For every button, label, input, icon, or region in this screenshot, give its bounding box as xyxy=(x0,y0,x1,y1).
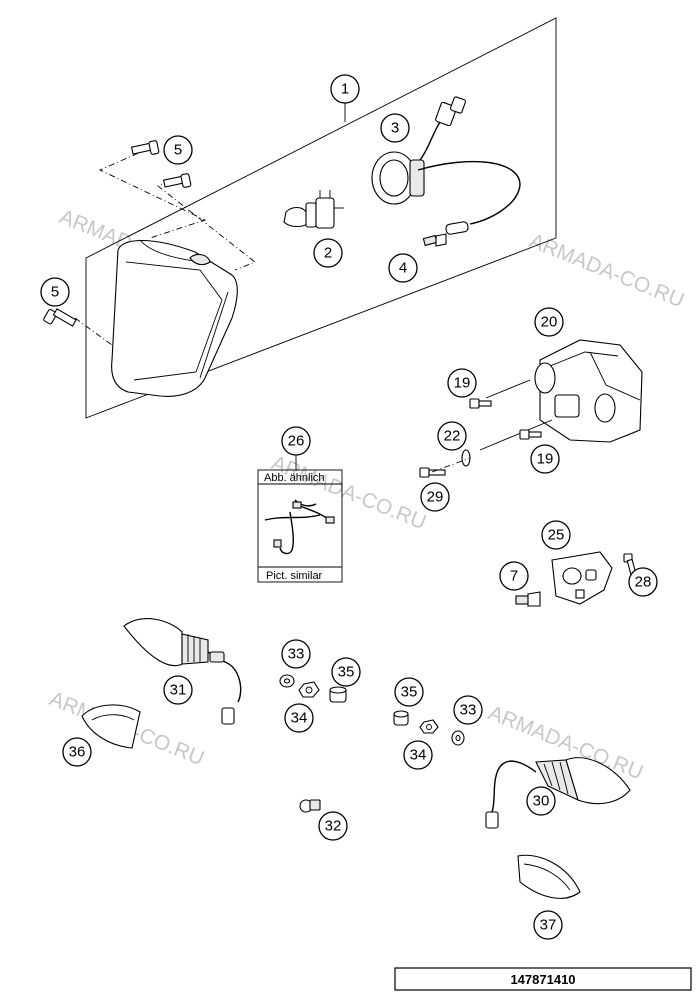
part-callout: 19 xyxy=(530,444,560,474)
part-callout: 36 xyxy=(62,737,92,767)
inset-label-top: Abb. ähnlich xyxy=(264,472,325,484)
svg-text:36: 36 xyxy=(69,744,86,761)
svg-text:2: 2 xyxy=(324,245,332,262)
part-callout: 35 xyxy=(331,657,361,687)
screw-icon xyxy=(130,140,160,155)
headlight-bulb-icon xyxy=(283,190,344,229)
headlight-housing xyxy=(111,239,238,397)
part-callout: 1 xyxy=(330,74,360,104)
svg-text:31: 31 xyxy=(170,682,187,699)
svg-text:28: 28 xyxy=(635,574,652,591)
svg-text:20: 20 xyxy=(541,314,558,331)
svg-text:29: 29 xyxy=(427,489,444,506)
tail-light-icon xyxy=(479,339,643,451)
svg-text:1: 1 xyxy=(341,81,349,98)
small-bulb-icon xyxy=(422,233,447,247)
svg-text:34: 34 xyxy=(410,747,427,764)
part-callout: 37 xyxy=(533,910,563,940)
svg-text:4: 4 xyxy=(399,260,407,277)
svg-text:30: 30 xyxy=(533,793,550,810)
part-callout: 34 xyxy=(403,740,433,770)
part-callout: 31 xyxy=(163,675,193,705)
drawing-number: 147871410 xyxy=(510,972,575,987)
inset-label-bottom: Pict. similar xyxy=(266,570,323,582)
headlight-assembly-frame xyxy=(85,17,557,419)
part-callout: 19 xyxy=(447,368,477,398)
license-plate-light-icon xyxy=(551,551,613,605)
bolt-icon xyxy=(519,429,542,440)
svg-text:35: 35 xyxy=(338,664,355,681)
part-callout: 32 xyxy=(318,811,348,841)
nut-icon xyxy=(393,710,409,726)
watermark: ARMADA-CO.RU xyxy=(268,451,429,534)
svg-text:3: 3 xyxy=(391,120,399,137)
part-callout: 30 xyxy=(526,786,556,816)
svg-text:5: 5 xyxy=(174,142,182,159)
small-bulb-icon xyxy=(515,591,541,607)
part-callout: 33 xyxy=(281,639,311,669)
assembly-line xyxy=(157,179,256,271)
watermark: ARMADA-CO.RU xyxy=(526,229,687,312)
nut-icon xyxy=(419,719,439,734)
part-callout: 5 xyxy=(163,135,193,165)
part-callout: 25 xyxy=(541,520,571,550)
part-callout: 3 xyxy=(380,113,410,143)
drawing-number-box xyxy=(394,967,692,991)
part-callout: 28 xyxy=(628,567,658,597)
screw-icon xyxy=(419,467,446,478)
assembly-line xyxy=(98,147,207,239)
svg-text:26: 26 xyxy=(288,433,305,450)
svg-text:37: 37 xyxy=(540,917,557,934)
svg-text:32: 32 xyxy=(325,818,342,835)
turn-signal-lens-icon xyxy=(517,854,581,899)
assembly-line xyxy=(74,317,113,346)
svg-text:5: 5 xyxy=(51,284,59,301)
svg-text:22: 22 xyxy=(444,428,461,445)
bolt-icon xyxy=(469,398,492,409)
washer-icon xyxy=(283,678,291,684)
part-callout: 33 xyxy=(453,695,483,725)
washer-icon xyxy=(455,734,461,742)
svg-text:34: 34 xyxy=(291,710,308,727)
part-callout: 7 xyxy=(499,561,529,591)
nut-icon xyxy=(329,686,347,703)
part-callout: 35 xyxy=(394,677,424,707)
nut-icon xyxy=(305,686,313,694)
part-callout: 22 xyxy=(437,421,467,451)
turn-signal-lens-icon xyxy=(81,704,141,749)
part-callout: 4 xyxy=(388,253,418,283)
nut-icon xyxy=(298,681,320,698)
bulb-socket-icon xyxy=(371,96,521,235)
part-callout: 34 xyxy=(284,703,314,733)
svg-text:25: 25 xyxy=(548,527,565,544)
part-callout: 26 xyxy=(281,426,311,456)
svg-text:7: 7 xyxy=(510,568,518,585)
screw-icon xyxy=(43,308,77,327)
svg-text:33: 33 xyxy=(288,646,305,663)
svg-text:33: 33 xyxy=(460,702,477,719)
part-callout: 29 xyxy=(420,482,450,512)
screw-icon xyxy=(162,173,192,188)
nut-icon xyxy=(426,724,432,730)
svg-text:19: 19 xyxy=(454,375,471,392)
turn-signal-icon xyxy=(123,618,242,725)
small-bulb-icon xyxy=(299,799,321,813)
part-callout: 20 xyxy=(534,307,564,337)
part-callout: 5 xyxy=(40,277,70,307)
svg-text:35: 35 xyxy=(401,684,418,701)
wiring-harness-inset: Abb. ähnlich Pict. similar xyxy=(257,469,343,583)
part-callout: 2 xyxy=(313,238,343,268)
svg-text:19: 19 xyxy=(537,451,554,468)
screw-icon xyxy=(623,553,637,575)
turn-signal-icon xyxy=(485,757,631,829)
